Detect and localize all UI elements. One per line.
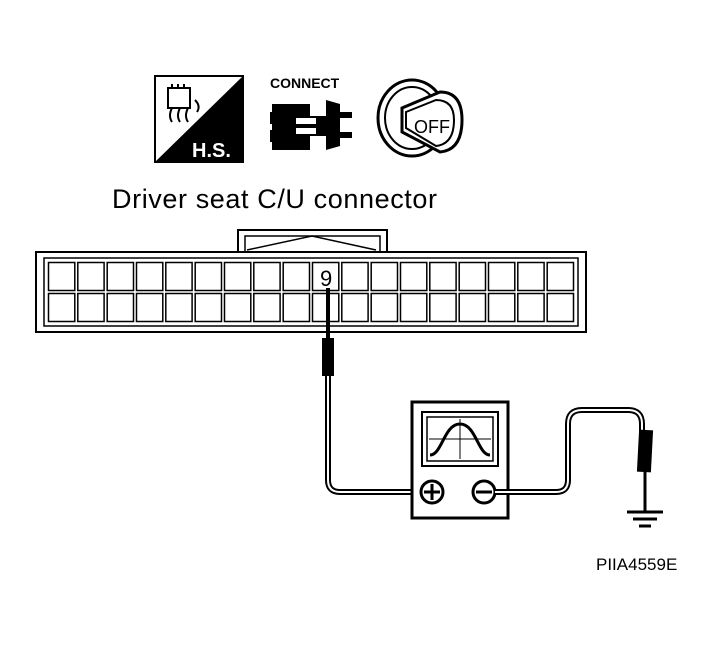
ignition-off-icon: OFF (376, 78, 464, 158)
oscilloscope-icon (410, 400, 510, 520)
connector-pin-cavity (106, 292, 135, 323)
connector-pin-cavity (77, 292, 105, 323)
test-probe-positive (322, 288, 334, 376)
connector-pin-cavity (370, 292, 399, 323)
pin-9-label: 9 (320, 266, 332, 291)
connector-pin-cavity (370, 261, 399, 292)
harness-side-icon: H.S. (154, 75, 244, 163)
connector-pin-cavity (253, 261, 281, 292)
connect-label: CONNECT (270, 75, 340, 91)
connector-pin-cavity (517, 261, 545, 292)
connector-pin-grid (47, 261, 575, 323)
negative-terminal-icon (471, 479, 497, 505)
connector-pin-cavity (135, 292, 164, 323)
connector-pin-cavity (341, 261, 369, 292)
connector-pin-cavity (546, 261, 575, 292)
connector-pin-cavity (282, 292, 311, 323)
connector-pin-cavity (165, 261, 193, 292)
connector-pin-cavity (223, 261, 252, 292)
connector-pin-cavity (194, 292, 223, 323)
connector-pin-cavity (429, 292, 457, 323)
connector-pin-cavity (429, 261, 457, 292)
connector-pin-cavity (282, 261, 311, 292)
connector-pin-cavity (106, 261, 135, 292)
connector-pin-cavity (399, 261, 428, 292)
connect-icon: CONNECT (270, 75, 352, 150)
connector-pin-cavity (487, 292, 516, 323)
connector-pin-cavity (517, 292, 545, 323)
connector-pictogram-icon (167, 84, 200, 123)
test-probe-negative (636, 429, 654, 512)
connector-pin-cavity (194, 261, 223, 292)
connector-pin-cavity (311, 292, 340, 323)
harness-side-label: H.S. (192, 140, 231, 162)
connector-pin-cavity (253, 292, 281, 323)
connector-title: Driver seat C/U connector (112, 184, 438, 214)
connector-pin-cavity (47, 292, 76, 323)
ignition-off-label: OFF (414, 117, 450, 137)
positive-lead-wire (325, 376, 418, 495)
connector-pin-cavity (458, 292, 487, 323)
connector-body (35, 229, 587, 333)
connector-pin-cavity (135, 261, 164, 292)
connector-pin-cavity (223, 292, 252, 323)
connector-pin-cavity (165, 292, 193, 323)
connector-pin-cavity (311, 261, 340, 292)
connector-pin-cavity (546, 292, 575, 323)
connector-pin-cavity (47, 261, 76, 292)
figure-id: PIIA4559E (596, 555, 677, 574)
positive-terminal-icon (419, 479, 445, 505)
connector-pin-cavity (77, 261, 105, 292)
ground-icon (627, 510, 663, 528)
connector-pin-cavity (487, 261, 516, 292)
connector-pin-cavity (458, 261, 487, 292)
connector-pin-cavity (399, 292, 428, 323)
connector-pin-cavity (341, 292, 369, 323)
